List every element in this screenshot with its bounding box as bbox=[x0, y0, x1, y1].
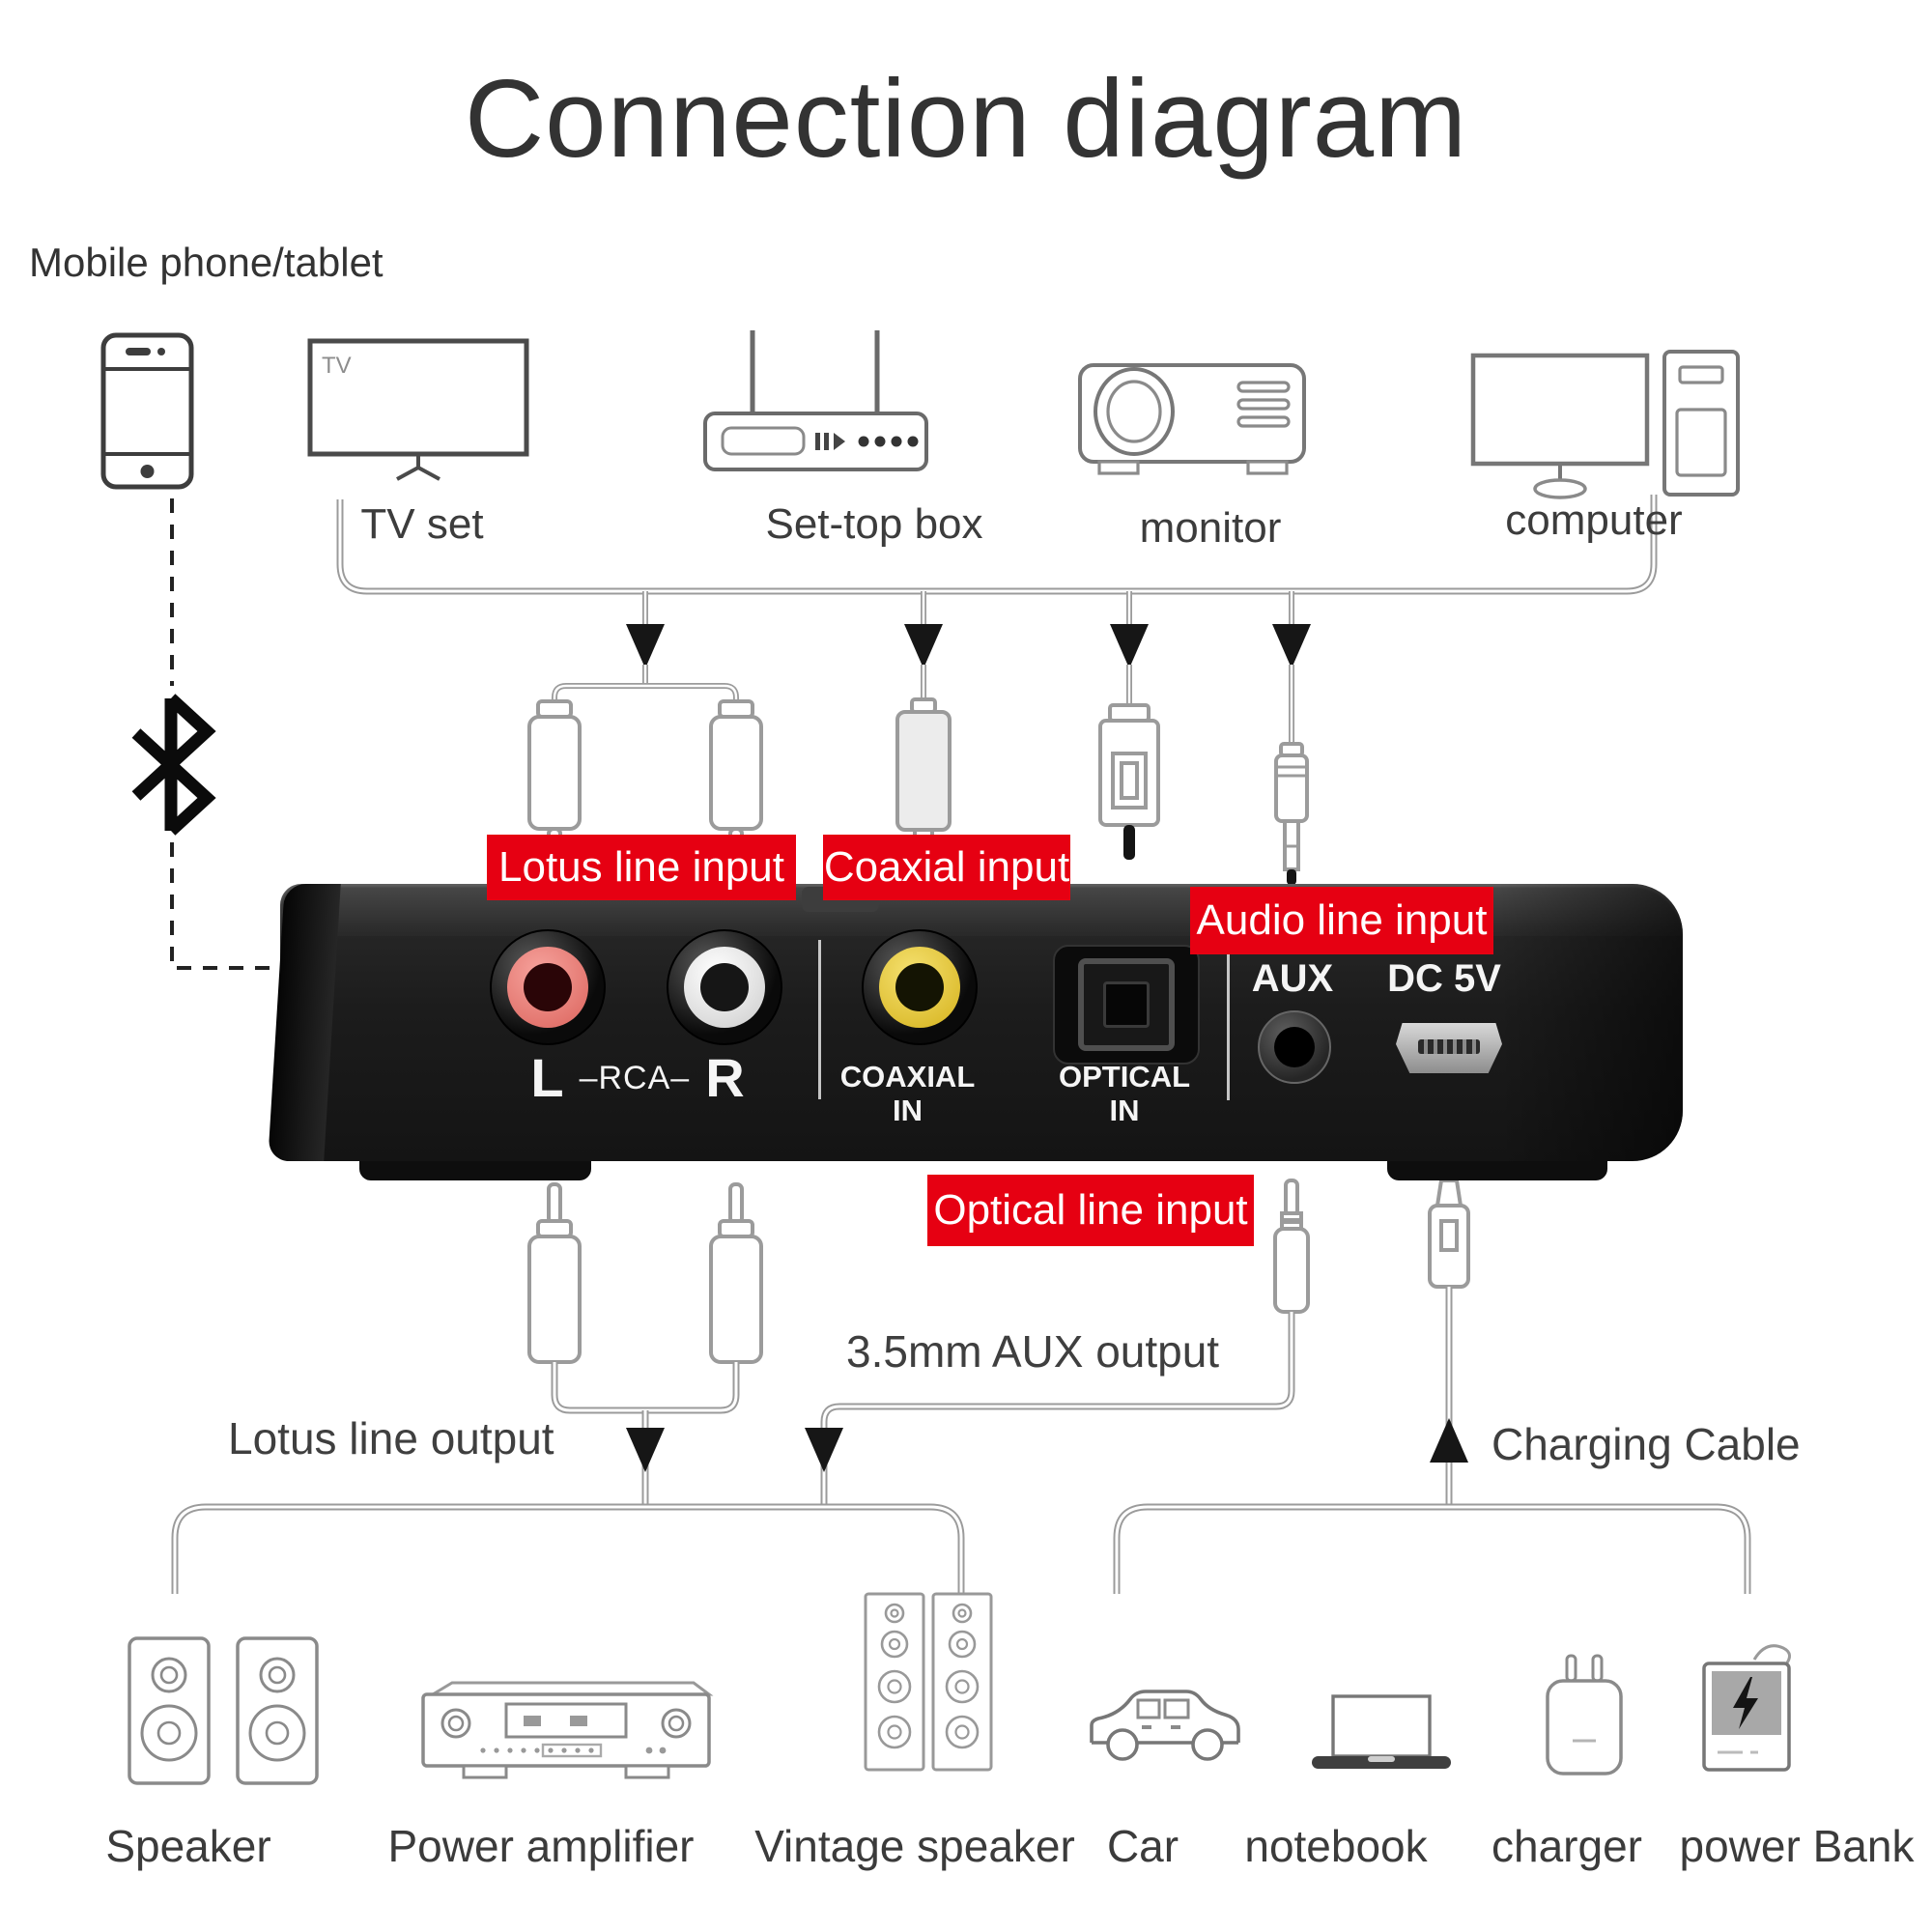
device-label: power Bank bbox=[1679, 1821, 1915, 1871]
aux-output-cable bbox=[805, 1179, 1310, 1507]
device-label: Set-top box bbox=[765, 500, 983, 548]
coaxial-input-tag: Coaxial input bbox=[823, 835, 1070, 900]
tower-speakers-icon bbox=[862, 1590, 997, 1776]
optical-label: OPTICAL IN bbox=[1058, 1060, 1191, 1127]
arrow-down-icon bbox=[626, 1428, 665, 1472]
aux-input-cable bbox=[1274, 665, 1309, 885]
lotus-output-cable bbox=[527, 1182, 763, 1507]
device-label: TV set bbox=[360, 500, 484, 548]
source-device-label: Mobile phone/tablet bbox=[29, 240, 384, 285]
device-foot bbox=[1387, 1159, 1607, 1180]
arrow-down-icon bbox=[626, 624, 665, 668]
optical-input-cable bbox=[1098, 665, 1160, 860]
coaxial-label: COAXIAL IN bbox=[839, 1060, 976, 1127]
aux-port bbox=[1258, 1010, 1331, 1084]
bluetooth-dashed-link bbox=[170, 498, 278, 970]
charging-cable-label: Charging Cable bbox=[1492, 1419, 1801, 1469]
page-title: Connection diagram bbox=[464, 58, 1468, 181]
device-label: computer bbox=[1505, 497, 1683, 544]
bookshelf-speakers-icon bbox=[124, 1629, 336, 1793]
device-label: Car bbox=[1106, 1821, 1179, 1871]
arrow-down-icon bbox=[904, 624, 943, 668]
device-label: Vintage speaker bbox=[754, 1821, 1075, 1871]
coaxial-jack-yellow bbox=[862, 929, 978, 1045]
rca-label: L –RCA– R bbox=[507, 1047, 768, 1109]
optical-input-tag: Optical line input bbox=[927, 1175, 1254, 1246]
rca-mid-label: –RCA– bbox=[579, 1060, 691, 1097]
smartphone-icon bbox=[97, 330, 198, 493]
rca-jack-right-white bbox=[667, 929, 782, 1045]
device-label: notebook bbox=[1244, 1821, 1428, 1871]
optical-port bbox=[1053, 945, 1200, 1065]
panel-divider bbox=[1227, 946, 1230, 1100]
lotus-output-label: Lotus line output bbox=[228, 1413, 554, 1463]
power-bank-icon bbox=[1696, 1638, 1797, 1776]
bluetooth-icon bbox=[131, 694, 216, 836]
dc5v-label: DC 5V bbox=[1387, 957, 1501, 1000]
arrow-up-icon bbox=[1430, 1418, 1468, 1463]
rca-jack-left-red bbox=[490, 929, 606, 1045]
charging-cable bbox=[1428, 1179, 1470, 1507]
wall-charger-icon bbox=[1540, 1652, 1629, 1779]
lotus-output-bracket bbox=[171, 1503, 965, 1594]
amplifier-icon bbox=[417, 1679, 726, 1790]
device-right-edge bbox=[1499, 884, 1683, 1161]
arrow-down-icon bbox=[1110, 624, 1149, 668]
aux-output-label: 3.5mm AUX output bbox=[846, 1326, 1220, 1377]
car-icon bbox=[1078, 1677, 1252, 1776]
laptop-icon bbox=[1308, 1692, 1455, 1779]
device-label: Power amplifier bbox=[387, 1821, 695, 1871]
charging-bracket bbox=[1113, 1503, 1751, 1594]
rca-right-letter: R bbox=[705, 1047, 745, 1108]
device-foot bbox=[359, 1159, 591, 1180]
device-label: Speaker bbox=[105, 1821, 271, 1871]
source-bus-line bbox=[336, 495, 1658, 668]
device-label: monitor bbox=[1139, 504, 1282, 552]
device-label: charger bbox=[1492, 1821, 1642, 1871]
desktop-computer-icon bbox=[1466, 346, 1747, 502]
projector-icon bbox=[1074, 357, 1311, 478]
aux-label: AUX bbox=[1251, 957, 1334, 1000]
tv-screen-text: TV bbox=[322, 353, 352, 379]
audio-input-tag: Audio line input bbox=[1190, 887, 1493, 954]
arrow-down-icon bbox=[1272, 624, 1311, 668]
lotus-input-tag: Lotus line input bbox=[487, 835, 796, 900]
set-top-box-icon bbox=[697, 325, 934, 475]
micro-usb-port bbox=[1396, 1023, 1502, 1073]
arrow-down-icon bbox=[805, 1428, 843, 1472]
panel-divider bbox=[818, 940, 821, 1099]
tv-icon: TV bbox=[304, 336, 541, 483]
rca-left-letter: L bbox=[530, 1047, 564, 1108]
